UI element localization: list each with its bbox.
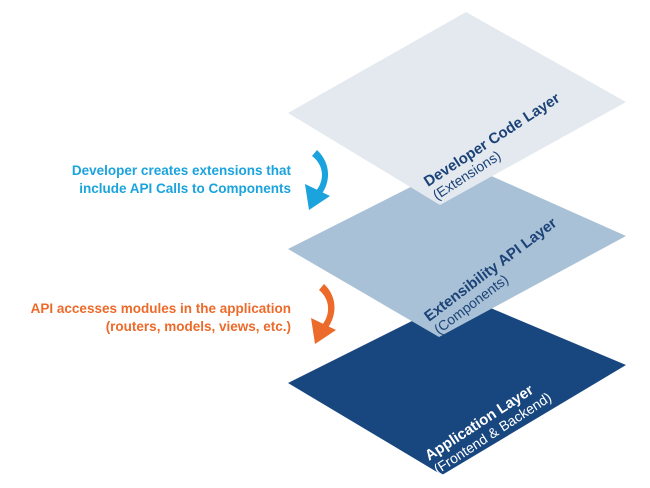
blue-curved-arrow-icon: [305, 150, 330, 210]
blue-arrow-head: [305, 184, 330, 210]
orange-arrow-shaft: [319, 284, 335, 329]
orange-arrow-head: [311, 318, 336, 344]
extension-annotation-line-1: Developer creates extensions that: [72, 163, 292, 178]
extension-annotation: Developer creates extensions that includ…: [72, 163, 292, 196]
extension-annotation-line-2: include API Calls to Components: [79, 181, 291, 196]
developer-code-layer-plane: [288, 12, 626, 205]
orange-curved-arrow-icon: [311, 284, 336, 344]
blue-arrow-shaft: [312, 150, 329, 195]
application-layer-plane: [288, 296, 626, 475]
api-annotation-line-2: (routers, models, views, etc.): [106, 319, 291, 334]
extensibility-api-layer-plane: [288, 162, 626, 337]
developer-code-layer: Developer Code Layer (Extensions): [288, 12, 626, 205]
api-annotation: API accesses modules in the application …: [31, 301, 291, 334]
api-annotation-line-1: API accesses modules in the application: [31, 301, 291, 316]
